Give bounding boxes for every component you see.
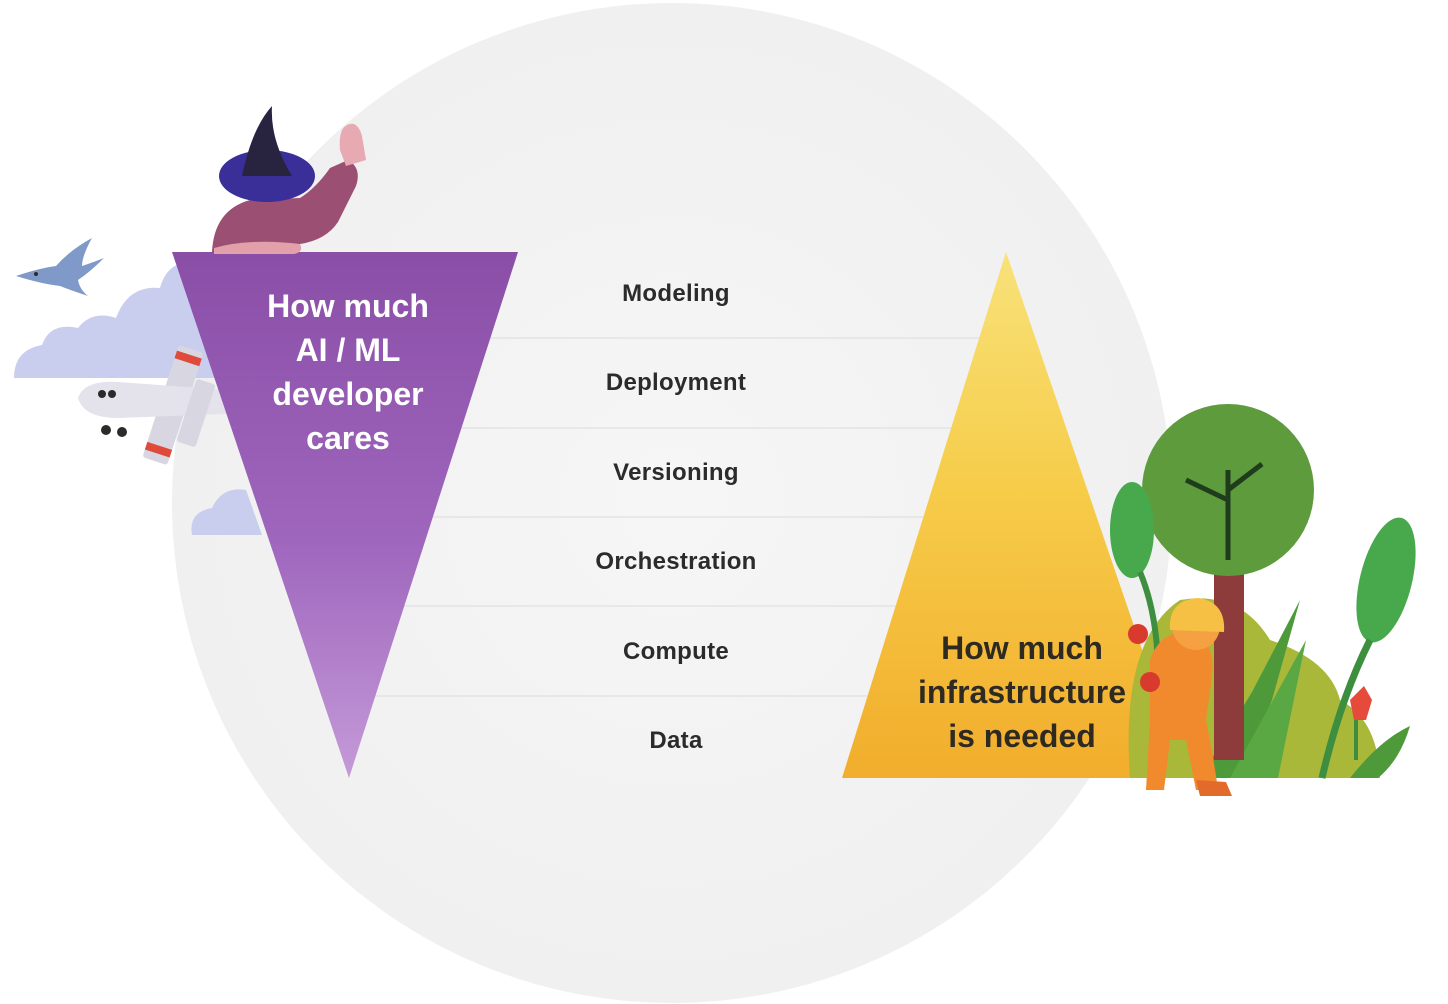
- airplane-icon: [78, 345, 228, 465]
- developer-care-label-line: AI / ML: [295, 332, 401, 368]
- developer-care-label-line: developer: [272, 376, 424, 412]
- infrastructure-label: How much infrastructure is needed: [890, 626, 1154, 758]
- developer-care-label-line: cares: [306, 420, 390, 456]
- worker-character-icon: [1128, 598, 1232, 796]
- layer-label-modeling: Modeling: [622, 280, 730, 307]
- layer-label-versioning: Versioning: [613, 459, 739, 486]
- infrastructure-label-line: How much: [941, 630, 1103, 666]
- layer-label-data: Data: [649, 727, 703, 754]
- bird-icon: [16, 238, 104, 296]
- witch-character-icon: [212, 106, 366, 254]
- developer-care-triangle: [172, 252, 518, 778]
- developer-care-label: How much AI / ML developer cares: [226, 284, 470, 460]
- layer-label-deployment: Deployment: [605, 369, 747, 396]
- layer-label-compute: Compute: [622, 638, 730, 665]
- developer-care-label-line: How much: [267, 288, 429, 324]
- infrastructure-label-line: is needed: [948, 718, 1096, 754]
- layer-label-orchestration: Orchestration: [595, 548, 757, 575]
- infrastructure-label-line: infrastructure: [917, 674, 1127, 710]
- infrastructure-triangle: [842, 252, 1186, 778]
- layer-dividers: [375, 337, 985, 697]
